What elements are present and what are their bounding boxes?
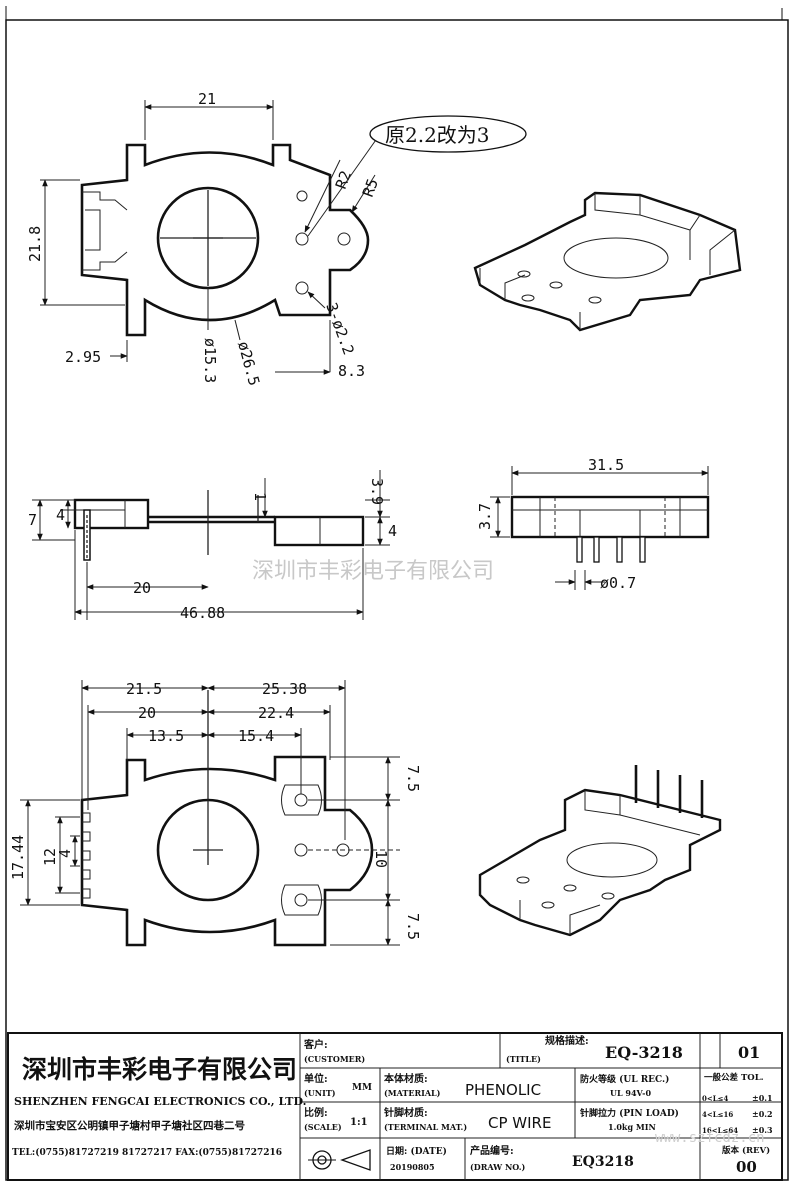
dim-1: 1 bbox=[251, 492, 269, 501]
material-label-en: (MATERIAL) bbox=[384, 1088, 441, 1098]
ul-value: UL 94V-0 bbox=[610, 1088, 651, 1098]
tol-2-range: 4<L≤16 bbox=[702, 1110, 733, 1119]
title-block: 深圳市丰彩电子有限公司 SHENZHEN FENGCAI ELECTRONICS… bbox=[7, 1032, 783, 1181]
scale-label-cn: 比例: bbox=[304, 1106, 328, 1119]
dim-4-right: 4 bbox=[388, 522, 397, 540]
dim-d15-3: ø15.3 bbox=[201, 338, 219, 383]
dim-20-bottom: 20 bbox=[138, 704, 156, 722]
drawno-value: EQ3218 bbox=[572, 1154, 634, 1170]
dim-21-5: 21.5 bbox=[126, 680, 162, 698]
company-address: 深圳市宝安区公明镇甲子塘村甲子塘社区四巷二号 bbox=[14, 1119, 245, 1132]
tol-label: 一般公差 TOL. bbox=[704, 1072, 764, 1083]
dim-31-5: 31.5 bbox=[588, 456, 624, 474]
top-view-dimensions: 21 21.8 2.95 8.3 ø15.3 ø26.5 R2 R5 3-ø2.… bbox=[26, 90, 527, 388]
projection-symbol bbox=[308, 1149, 371, 1171]
tol-1-value: ±0.1 bbox=[752, 1093, 773, 1103]
title-label-en: (TITLE) bbox=[506, 1054, 541, 1064]
material-label-cn: 本体材质: bbox=[384, 1072, 428, 1085]
dim-21: 21 bbox=[198, 90, 216, 108]
terminal-value: CP WIRE bbox=[488, 1114, 551, 1132]
dim-12: 12 bbox=[41, 848, 59, 866]
dim-20: 20 bbox=[133, 579, 151, 597]
company-tel-fax: TEL:(0755)81727219 81727217 FAX:(0755)81… bbox=[12, 1147, 282, 1158]
isometric-view-top bbox=[473, 191, 742, 332]
watermark: 深圳市丰彩电子有限公司 bbox=[252, 559, 494, 584]
unit-label-cn: 单位: bbox=[304, 1072, 328, 1085]
terminal-label-en: (TERMINAL MAT.) bbox=[384, 1122, 467, 1132]
dim-13-5: 13.5 bbox=[148, 727, 184, 745]
unit-label-en: (UNIT) bbox=[304, 1088, 336, 1098]
company-cn: 深圳市丰彩电子有限公司 bbox=[22, 1055, 297, 1084]
dim-7: 7 bbox=[28, 511, 37, 529]
dim-46-88: 46.88 bbox=[180, 604, 225, 622]
revision-note: 原2.2改为3 bbox=[385, 123, 490, 147]
dim-21-8: 21.8 bbox=[26, 226, 44, 262]
dim-10: 10 bbox=[372, 850, 390, 868]
dim-r5: R5 bbox=[359, 176, 382, 199]
scale-value: 1:1 bbox=[350, 1117, 368, 1128]
tol-1-range: 0<L≤4 bbox=[702, 1094, 729, 1103]
iso-pins bbox=[634, 765, 704, 818]
customer-label-cn: 客户: bbox=[303, 1038, 328, 1051]
dim-3-7: 3.7 bbox=[476, 503, 494, 530]
revision-note-bubble bbox=[369, 115, 527, 153]
site-watermark: www.szfcdz.cn bbox=[655, 1130, 765, 1146]
dim-25-38: 25.38 bbox=[262, 680, 307, 698]
pin-load-value: 1.0kg MIN bbox=[608, 1122, 656, 1132]
dim-4-side: 4 bbox=[56, 506, 65, 524]
title-label-cn: 规格描述: bbox=[545, 1034, 589, 1047]
side-view bbox=[73, 490, 365, 561]
rev-value: 00 bbox=[736, 1158, 757, 1176]
side-view-dimensions: 7 4 1 3.9 4 20 46.88 bbox=[28, 470, 397, 622]
title-value: EQ-3218 bbox=[605, 1043, 683, 1062]
company-en: SHENZHEN FENGCAI ELECTRONICS CO., LTD. bbox=[14, 1095, 306, 1108]
tol-3-value: ±0.3 bbox=[752, 1125, 773, 1135]
dim-pin-d0-7: ø0.7 bbox=[600, 574, 636, 592]
dim-3-holes: 3-ø2.2 bbox=[322, 300, 357, 357]
drawno-label-en: (DRAW NO.) bbox=[470, 1162, 526, 1172]
scale-label-en: (SCALE) bbox=[304, 1122, 342, 1132]
bottom-view-dimensions: 21.5 25.38 20 22.4 13.5 15.4 7.5 10 7.5 … bbox=[9, 680, 422, 946]
unit-value: MM bbox=[352, 1083, 372, 1093]
date-label: 日期: (DATE) bbox=[386, 1145, 447, 1157]
tol-2-value: ±0.2 bbox=[752, 1109, 773, 1119]
drawing-frame bbox=[5, 19, 789, 1181]
pin-load-label: 针脚拉力 (PIN LOAD) bbox=[580, 1107, 679, 1119]
dim-8-3: 8.3 bbox=[338, 362, 365, 380]
front-view-dimensions: 31.5 3.7 ø0.7 bbox=[476, 456, 709, 592]
dim-r2: R2 bbox=[332, 168, 355, 191]
dim-2-95: 2.95 bbox=[65, 348, 101, 366]
dim-3-9: 3.9 bbox=[368, 478, 386, 505]
dim-7-5-top: 7.5 bbox=[404, 765, 422, 792]
bottom-plan-view bbox=[80, 690, 374, 947]
front-view bbox=[510, 495, 710, 563]
dim-17-44: 17.44 bbox=[9, 835, 27, 880]
pins bbox=[576, 536, 646, 563]
dim-4-bottom: 4 bbox=[56, 849, 74, 858]
drawno-label-cn: 产品编号: bbox=[470, 1144, 514, 1157]
terminal-label-cn: 针脚材质: bbox=[384, 1106, 428, 1119]
rev-label: 版本 (REV) bbox=[721, 1145, 770, 1156]
dim-22-4: 22.4 bbox=[258, 704, 294, 722]
top-plan-view bbox=[80, 143, 370, 337]
ul-label: 防火等级 (UL REC.) bbox=[580, 1073, 669, 1085]
dim-d26-5: ø26.5 bbox=[234, 339, 263, 387]
sheet-number: 01 bbox=[738, 1043, 760, 1062]
material-value: PHENOLIC bbox=[465, 1081, 541, 1099]
dim-7-5-bottom: 7.5 bbox=[404, 913, 422, 940]
dim-15-4: 15.4 bbox=[238, 727, 274, 745]
customer-label-en: (CUSTOMER) bbox=[304, 1054, 365, 1064]
tol-3-range: 16<L≤64 bbox=[702, 1126, 738, 1135]
isometric-view-bottom bbox=[478, 765, 722, 937]
date-value: 20190805 bbox=[390, 1162, 435, 1172]
